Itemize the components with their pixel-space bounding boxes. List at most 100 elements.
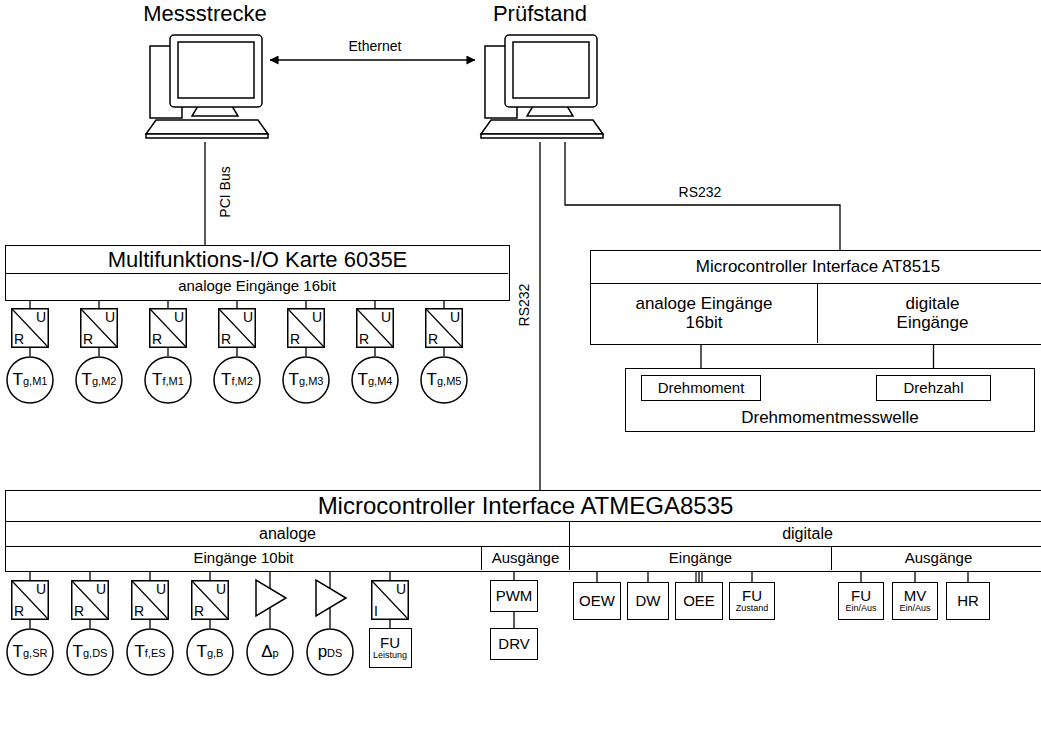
connector-label: PCI Bus xyxy=(218,164,233,219)
keyboard xyxy=(481,120,603,134)
sensor-circle-outline xyxy=(283,357,329,403)
node-label: U xyxy=(312,310,322,324)
process-box: PWM xyxy=(490,580,538,612)
channel-band: analoge Eingänge 16bit xyxy=(6,273,508,299)
node-label: DRV xyxy=(498,636,529,653)
node-label: FU xyxy=(742,588,762,605)
converter-diagonal xyxy=(192,581,228,619)
connector-line xyxy=(305,348,306,356)
sensor-circle-outline xyxy=(307,629,353,675)
node-label: Prüfstand xyxy=(455,2,625,26)
node-label: Drehmomentmesswelle xyxy=(626,409,1034,428)
converter-symbol: UR xyxy=(80,308,118,348)
channel-band: Eingänge 10bit xyxy=(6,546,481,570)
sensor-circle-outline xyxy=(247,629,293,675)
connector-line xyxy=(209,620,210,628)
node-label: Messstrecke xyxy=(120,2,290,26)
process-box: FULeistung xyxy=(369,628,412,668)
node-label: Drehmoment xyxy=(658,380,745,397)
process-box: OEW xyxy=(573,582,621,620)
sensor-circle: Tg,M3 xyxy=(282,356,330,404)
converter-frame xyxy=(219,309,256,348)
node-label: digitale Eingänge xyxy=(873,295,993,332)
connector-label: RS232 xyxy=(517,282,532,329)
sensor-circle-outline xyxy=(76,357,122,403)
sensor-circle: Tf,M1 xyxy=(144,356,192,404)
process-box: OEE xyxy=(675,582,723,620)
node-sublabel: R xyxy=(83,332,93,346)
node-label: Drehzahl xyxy=(903,380,963,397)
interface-box: Multifunktions-I/O Karte 6035Eanaloge Ei… xyxy=(5,245,510,301)
node-label: Multifunktions-I/O Karte 6035E xyxy=(6,246,509,274)
amplifier-symbol xyxy=(256,580,286,616)
connector-line xyxy=(513,612,514,628)
process-box: DRV xyxy=(490,628,538,660)
node-label: pDS xyxy=(318,643,343,662)
converter-frame xyxy=(12,581,49,620)
converter-frame xyxy=(132,581,169,620)
interface-box: Microcontroller Interface ATMEGA8535 anal… xyxy=(5,490,1041,572)
node-label: Microcontroller Interface ATMEGA8535 xyxy=(6,491,1041,521)
node-label: Tg,M4 xyxy=(358,371,393,390)
converter-diagonal xyxy=(72,581,108,619)
amplifier-symbol xyxy=(316,580,346,616)
converter-symbol: UR xyxy=(287,308,325,348)
node-label: U xyxy=(216,582,226,596)
node-label: MV xyxy=(904,588,927,605)
node-sublabel: Zustand xyxy=(736,604,769,614)
node-label: U xyxy=(36,582,46,596)
node-label: U xyxy=(243,310,253,324)
connector-line xyxy=(389,620,390,628)
node-sublabel: R xyxy=(290,332,300,346)
node-sublabel: R xyxy=(221,332,231,346)
node-label: analoge xyxy=(259,525,316,543)
channel-band: Eingänge xyxy=(569,546,831,570)
sensor-circle-outline xyxy=(127,629,173,675)
node-label: U xyxy=(381,310,391,324)
node-label: Tg,M2 xyxy=(82,371,117,390)
keyboard-edge xyxy=(481,134,603,138)
node-label: U xyxy=(105,310,115,324)
sensor-circle: Tg,B xyxy=(186,628,234,676)
converter-diagonal xyxy=(219,309,255,347)
converter-symbol: UI xyxy=(371,580,409,620)
converter-symbol: UR xyxy=(425,308,463,348)
computer-node: Prüfstand xyxy=(475,2,605,142)
sensor-circle: Tf,ES xyxy=(126,628,174,676)
converter-symbol: UR xyxy=(131,580,169,620)
connector-label: Ethernet xyxy=(347,39,404,54)
keyboard xyxy=(146,120,268,134)
converter-frame xyxy=(72,581,109,620)
connector-line xyxy=(204,142,205,245)
node-label: DW xyxy=(636,593,661,610)
converter-diagonal xyxy=(12,309,48,347)
converter-diagonal xyxy=(150,309,186,347)
sensor-circle: pDS xyxy=(306,628,354,676)
node-sublabel: R xyxy=(14,604,24,618)
sensor-group-box: Drehmomentmesswelle Drehmoment Drehzahl xyxy=(625,368,1035,432)
node-label: PWM xyxy=(496,588,533,605)
converter-symbol: UR xyxy=(191,580,229,620)
converter-frame xyxy=(81,309,118,348)
node-label: Tg,B xyxy=(197,643,224,662)
monitor-case xyxy=(505,35,597,107)
sensor-circle-outline xyxy=(67,629,113,675)
converter-frame xyxy=(426,309,463,348)
node-label: U xyxy=(396,582,406,596)
sensor-circle: Tg,M2 xyxy=(75,356,123,404)
process-box: MVEin/Aus xyxy=(892,582,938,620)
node-label: Tg,M1 xyxy=(13,371,48,390)
node-label: U xyxy=(156,582,166,596)
node-label: Microcontroller Interface AT8515 xyxy=(591,251,1041,283)
node-label: FU xyxy=(380,635,400,652)
converter-diagonal xyxy=(81,309,117,347)
node-label: OEE xyxy=(683,593,715,610)
monitor-case xyxy=(170,35,262,107)
node-label: U xyxy=(450,310,460,324)
converter-diagonal xyxy=(132,581,168,619)
connector-line xyxy=(149,620,150,628)
monitor-screen xyxy=(178,42,254,98)
node-label: HR xyxy=(957,593,979,610)
sensor-circle: Tg,SR xyxy=(6,628,54,676)
